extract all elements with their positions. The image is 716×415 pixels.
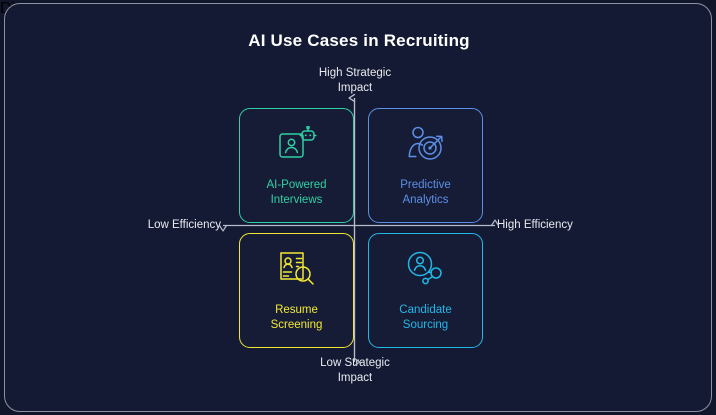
diagram-card: AI Use Cases in Recruiting High Strategi… <box>4 3 712 412</box>
person-frame-robot-icon <box>276 124 318 164</box>
axis-label-low-efficiency: Low Efficiency <box>147 219 221 231</box>
axis-label-high-efficiency: High Efficiency <box>497 219 573 231</box>
quadrant-predictive-analytics[interactable]: Predictive Analytics <box>368 108 483 223</box>
page-title: AI Use Cases in Recruiting <box>248 31 470 50</box>
axis-label-high-strategic-impact: High Strategic Impact <box>318 67 392 94</box>
resume-magnifier-icon <box>277 249 317 289</box>
quadrant-label: AI-Powered Interviews <box>266 178 327 206</box>
quadrant-label: Predictive Analytics <box>400 178 451 206</box>
quadrant-label: Candidate Sourcing <box>399 303 452 331</box>
person-target-dart-icon <box>405 124 447 164</box>
quadrant-resume-screening[interactable]: Resume Screening <box>239 233 354 348</box>
quadrant-label: Resume Screening <box>270 303 323 331</box>
quadrant-candidate-sourcing[interactable]: Candidate Sourcing <box>368 233 483 348</box>
axis-label-low-strategic-impact: Low Strategic Impact <box>320 357 390 384</box>
candidate-network-icon <box>405 249 447 289</box>
quadrant-ai-powered-interviews[interactable]: AI-Powered Interviews <box>239 108 354 223</box>
